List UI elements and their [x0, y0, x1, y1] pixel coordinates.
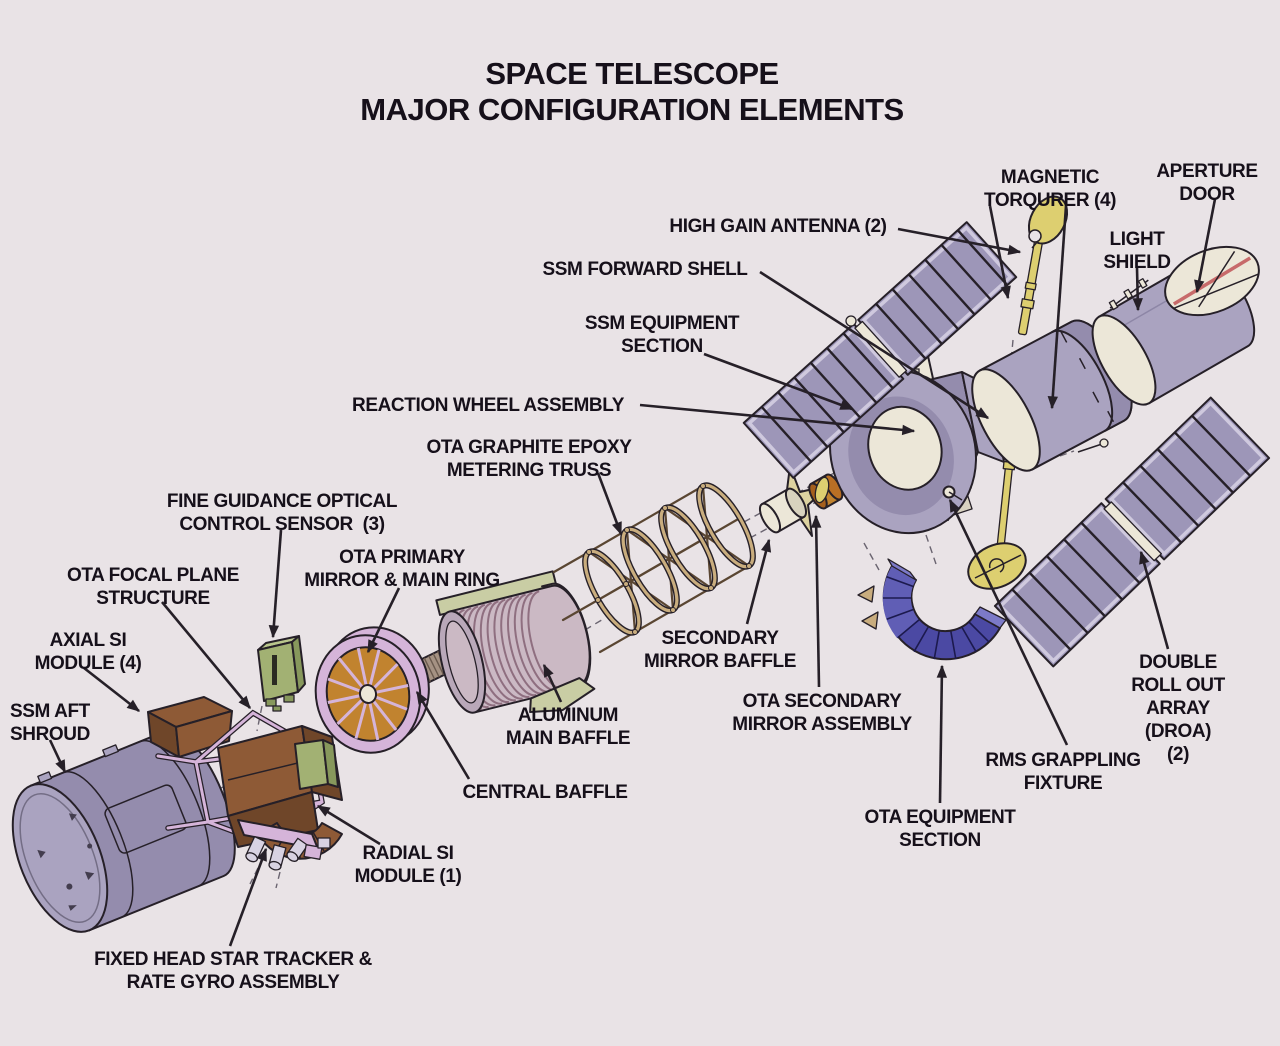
label-droa: DOUBLE ROLL OUT ARRAY (DROA) (2) [1131, 652, 1225, 765]
label-ssm-forward-shell: SSM FORWARD SHELL [542, 259, 748, 280]
label-light-shield: LIGHT SHIELD [1103, 229, 1171, 273]
part-fine-guidance-sensor [257, 635, 306, 712]
label-ota-equipment-section: OTA EQUIPMENT SECTION [864, 807, 1016, 851]
part-axial-si-module [147, 696, 233, 758]
label-high-gain-antenna: HIGH GAIN ANTENNA (2) [669, 216, 887, 237]
part-ota-equipment-section [857, 558, 1007, 661]
part-primary-mirror [314, 626, 430, 754]
part-aperture-door [1164, 245, 1260, 317]
label-ota-focal-plane: OTA FOCAL PLANE STRUCTURE [66, 565, 240, 609]
label-aperture-door: APERTURE DOOR [1156, 161, 1258, 205]
label-secondary-mirror-baffle: SECONDARY MIRROR BAFFLE [643, 628, 797, 672]
part-secondary-mirror-assembly [758, 465, 844, 537]
part-rms-grappling-fixture [942, 485, 963, 501]
part-high-gain-antenna [1017, 195, 1069, 336]
label-ota-metering-truss: OTA GRAPHITE EPOXY METERING TRUSS [426, 437, 632, 481]
label-magnetic-torqurer: MAGNETIC TORQURER (4) [983, 167, 1117, 211]
leader-lines [48, 198, 1217, 947]
page-title-line2: MAJOR CONFIGURATION ELEMENTS [360, 92, 904, 127]
label-aluminum-main-baffle: ALUMINUM MAIN BAFFLE [505, 705, 631, 749]
label-ota-secondary-mirror: OTA SECONDARY MIRROR ASSEMBLY [732, 691, 912, 735]
label-ota-primary-mirror: OTA PRIMARY MIRROR & MAIN RING [304, 547, 500, 591]
label-central-baffle: CENTRAL BAFFLE [462, 782, 628, 803]
label-reaction-wheel-assembly: REACTION WHEEL ASSEMBLY [352, 395, 624, 416]
page-title: SPACE TELESCOPE MAJOR CONFIGURATION ELEM… [360, 56, 904, 128]
page-title-line1: SPACE TELESCOPE [485, 56, 779, 91]
label-fine-guidance-sensor: FINE GUIDANCE OPTICAL CONTROL SENSOR (3) [166, 491, 398, 535]
part-ssm-aft-shroud [11, 729, 236, 933]
label-radial-si-module: RADIAL SI MODULE (1) [354, 843, 462, 887]
label-axial-si-module: AXIAL SI MODULE (4) [34, 630, 142, 674]
part-metering-truss [552, 482, 756, 654]
label-ssm-equipment-section: SSM EQUIPMENT SECTION [584, 313, 740, 357]
part-ssm-forward-shell [971, 319, 1133, 472]
part-magnetic-torquer-lower [967, 451, 1027, 590]
part-focal-plane-structure [155, 709, 343, 871]
label-rms-grappling-fixture: RMS GRAPPLING FIXTURE [985, 750, 1141, 794]
part-star-tracker [237, 819, 331, 871]
part-droa-array [993, 396, 1271, 668]
label-fixed-head-star-tracker: FIXED HEAD STAR TRACKER & RATE GYRO ASSE… [94, 949, 372, 993]
label-ssm-aft-shroud: SSM AFT SHROUD [10, 701, 90, 745]
part-secondary-mirror-baffle [758, 487, 808, 534]
